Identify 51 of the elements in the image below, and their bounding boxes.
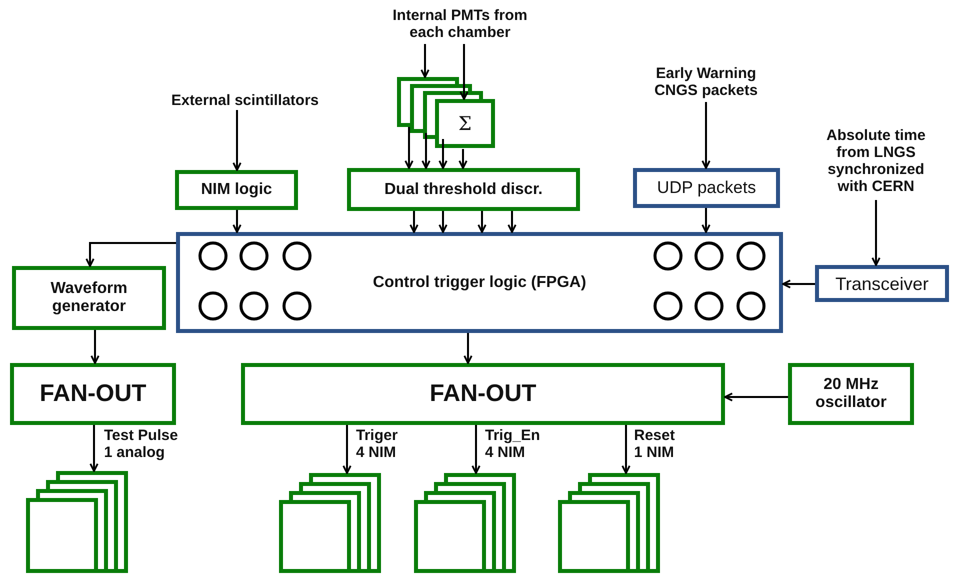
arrow bbox=[472, 425, 480, 474]
arrow bbox=[232, 110, 242, 171]
arrow bbox=[702, 102, 710, 169]
box-label: Dual threshold discr. bbox=[384, 180, 543, 198]
input-label: Internal PMTs from each chamber bbox=[380, 4, 540, 44]
arrow bbox=[438, 139, 448, 169]
arrow bbox=[622, 425, 630, 474]
arrow bbox=[458, 149, 468, 169]
box-label: Σ bbox=[458, 114, 472, 132]
fpga-box bbox=[176, 232, 783, 333]
arrow bbox=[478, 211, 486, 233]
input-label: External scintillators bbox=[150, 90, 340, 110]
box-label: NIM logic bbox=[200, 181, 272, 199]
board-stack-drawing bbox=[414, 473, 516, 573]
arrow bbox=[232, 210, 242, 233]
board-stack-drawing bbox=[26, 471, 128, 573]
process-box bbox=[175, 170, 298, 210]
arrow bbox=[508, 211, 516, 233]
box-label: 20 MHz oscillator bbox=[814, 376, 888, 412]
arrow bbox=[782, 280, 815, 288]
pmt-stack-drawing bbox=[397, 77, 495, 149]
box-label: Waveform generator bbox=[50, 280, 128, 316]
arrow bbox=[724, 392, 788, 402]
arrow bbox=[420, 44, 430, 78]
board-stack-drawing bbox=[558, 473, 660, 573]
process-box bbox=[815, 265, 949, 302]
box-label: Transceiver bbox=[835, 274, 929, 292]
arrow bbox=[86, 242, 176, 267]
box-label: FAN-OUT bbox=[430, 385, 536, 403]
process-box bbox=[241, 363, 725, 425]
input-label: Absolute time from LNGS synchronized with CERN bbox=[818, 122, 934, 200]
box-label: Control trigger logic (FPGA) bbox=[372, 274, 586, 292]
process-box bbox=[347, 168, 580, 211]
arrow bbox=[872, 200, 880, 266]
process-box bbox=[633, 168, 780, 208]
arrow bbox=[90, 425, 98, 472]
arrow bbox=[438, 211, 448, 233]
input-label: Early Warning CNGS packets bbox=[636, 62, 776, 102]
board-stack-drawing bbox=[279, 473, 381, 573]
arrow bbox=[464, 333, 472, 364]
box-label: UDP packets bbox=[657, 179, 756, 197]
process-box bbox=[12, 266, 166, 330]
arrow bbox=[702, 208, 710, 233]
box-label: FAN-OUT bbox=[40, 385, 146, 403]
arrow bbox=[90, 330, 100, 364]
arrow bbox=[342, 425, 352, 474]
arrow bbox=[404, 127, 414, 169]
arrow bbox=[410, 211, 418, 233]
process-box bbox=[788, 363, 914, 425]
process-box bbox=[10, 363, 176, 425]
arrow bbox=[460, 44, 468, 100]
